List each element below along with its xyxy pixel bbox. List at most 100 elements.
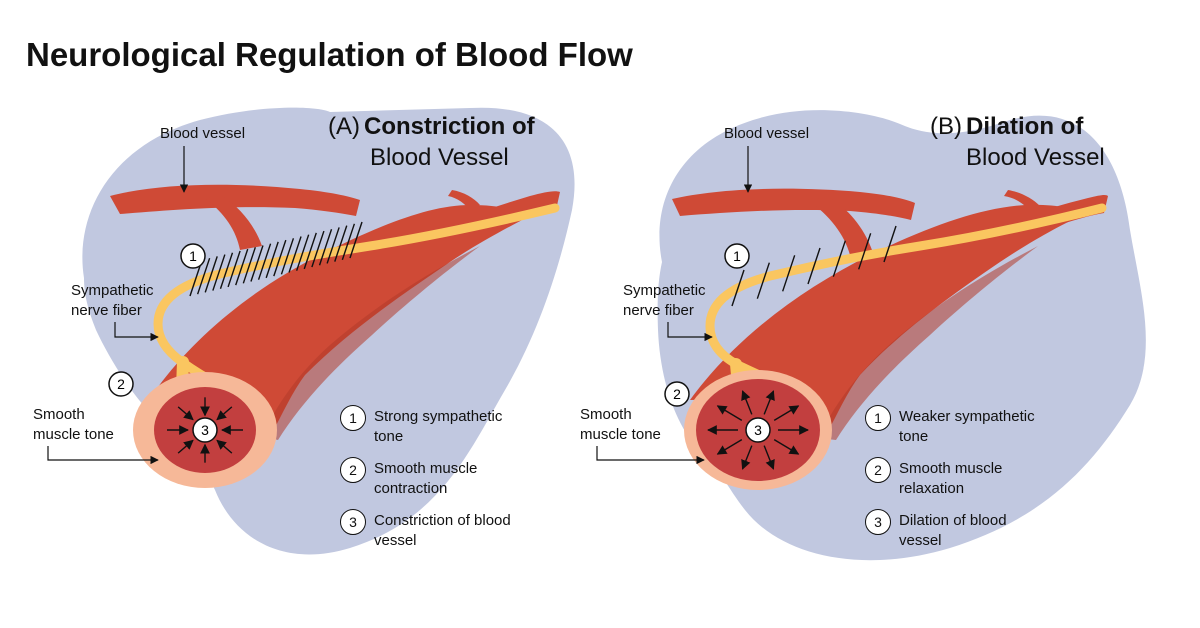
marker-nerve-a: 1 <box>180 243 206 269</box>
legend-text-line1: Weaker sympathetic <box>899 408 1035 425</box>
legend-number: 1 <box>865 405 891 431</box>
label-blood-vessel-b: Blood vessel <box>724 125 810 142</box>
vessel-trunk-a <box>150 205 530 440</box>
nerve-impulse-mark <box>858 233 872 270</box>
pointer-nerve-fiber-a <box>114 322 159 342</box>
legend-number: 1 <box>340 405 366 431</box>
nerve-impulse-mark <box>303 232 317 270</box>
hatch-marks-b <box>731 225 897 307</box>
heading-a-line2: Blood Vessel <box>370 144 509 171</box>
legend-text-line2: vessel <box>374 532 417 549</box>
nerve-impulse-mark <box>318 229 333 266</box>
nerve-impulse-mark <box>756 262 770 299</box>
marker-muscle-a: 2 <box>108 371 134 397</box>
panel-a-illustration <box>47 107 575 555</box>
vessel-sprout-a <box>448 190 480 210</box>
inward-arrow <box>216 406 233 421</box>
legend-number: 3 <box>340 509 366 535</box>
nerve-impulse-mark <box>334 225 348 262</box>
constriction-arrows-a <box>167 397 243 463</box>
inward-arrow <box>177 406 194 421</box>
inward-arrow <box>216 439 233 454</box>
pointer-nerve-fiber-b <box>667 322 713 342</box>
svg-text:2: 2 <box>117 376 125 392</box>
marker-muscle-b: 2 <box>664 381 690 407</box>
legend-text-line1: Strong sympathetic <box>374 408 503 425</box>
heading-b-line2: Blood Vessel <box>966 144 1105 171</box>
label-muscle-tone-a-line1: Smooth <box>33 406 85 423</box>
nerve-impulse-mark <box>326 227 340 264</box>
outward-arrow <box>773 439 800 455</box>
svg-text:2: 2 <box>673 386 681 402</box>
label-muscle-tone-a-line2: muscle tone <box>33 426 114 443</box>
nerve-impulse-mark <box>296 234 310 271</box>
label-muscle-tone-b-line1: Smooth <box>580 406 632 423</box>
vessel-upper-hook-a <box>205 196 262 250</box>
outward-arrow <box>716 439 743 455</box>
label-nerve-fiber-a-line1: Sympathetic <box>71 282 154 299</box>
nerve-impulse-mark <box>204 256 218 293</box>
vessel-trunk-shade-a <box>262 246 480 440</box>
nerve-impulse-mark <box>250 245 264 282</box>
svg-text:1: 1 <box>733 248 741 264</box>
nerve-impulse-mark <box>242 247 256 284</box>
outward-arrow <box>763 390 775 415</box>
legend-text-line2: tone <box>899 428 929 445</box>
nerve-impulse-mark <box>807 247 821 285</box>
hatch-marks-a <box>189 221 363 297</box>
nerve-impulse-mark <box>349 221 363 259</box>
heading-b-line1: (B)Dilation of <box>930 112 1083 142</box>
heading-b-text1: Dilation of <box>966 113 1084 140</box>
label-nerve-fiber-b-line1: Sympathetic <box>623 282 706 299</box>
nerve-impulse-mark <box>212 254 226 291</box>
nerve-impulse-mark <box>883 225 897 263</box>
outward-arrow <box>763 445 775 470</box>
vessel-upper-hook-b <box>808 197 872 255</box>
nerve-impulse-mark <box>235 248 249 286</box>
panel-b-illustration <box>596 110 1146 561</box>
nerve-impulse-mark <box>265 241 279 279</box>
nerve-impulse-mark <box>257 243 272 280</box>
vessel-branch-left-a <box>110 184 360 216</box>
legend-text-line2: tone <box>374 428 404 445</box>
pointer-lines-a <box>47 146 189 465</box>
marker-lumen-b: 3 <box>745 417 771 443</box>
vessel-trunk-shade-b <box>818 246 1038 440</box>
outward-arrow <box>773 405 800 421</box>
legend-text-line2: contraction <box>374 480 448 497</box>
label-nerve-fiber-b-line2: nerve fiber <box>623 302 694 319</box>
pointer-lines-b <box>596 146 753 465</box>
legend-text-line1: Dilation of blood <box>899 512 1007 529</box>
legend-text-line2: vessel <box>899 532 942 549</box>
legend-text-line2: relaxation <box>899 480 965 497</box>
nerve-impulse-mark <box>219 252 234 289</box>
legend-number: 2 <box>865 457 891 483</box>
legend-text-line1: Constriction of blood <box>374 512 511 529</box>
marker-lumen-a: 3 <box>192 417 218 443</box>
nerve-impulse-mark <box>782 255 796 292</box>
legend-number: 3 <box>865 509 891 535</box>
nerve-impulse-mark <box>288 236 302 273</box>
nerve-impulse-mark <box>196 257 211 295</box>
outward-arrow <box>741 445 753 470</box>
svg-text:3: 3 <box>754 422 762 438</box>
nerve-impulse-mark <box>280 238 295 275</box>
nerve-impulse-mark <box>311 230 325 268</box>
heading-a-text1: Constriction of <box>364 113 535 140</box>
label-muscle-tone-b-line2: muscle tone <box>580 426 661 443</box>
dilation-arrows-b <box>707 390 809 470</box>
nerve-impulse-mark <box>341 223 356 261</box>
outward-arrow <box>741 390 753 415</box>
nerve-impulse-mark <box>832 240 846 277</box>
legend-number: 2 <box>340 457 366 483</box>
nerve-impulse-mark <box>731 269 745 307</box>
heading-b-prefix: (B) <box>930 113 962 140</box>
nerve-impulse-mark <box>273 239 287 277</box>
legend-text-line1: Smooth muscle <box>899 460 1003 477</box>
label-blood-vessel-a: Blood vessel <box>160 125 246 142</box>
heading-a-prefix: (A) <box>328 113 360 140</box>
pointer-muscle-tone-b <box>596 446 705 465</box>
legend-text-line1: Smooth muscle <box>374 460 478 477</box>
